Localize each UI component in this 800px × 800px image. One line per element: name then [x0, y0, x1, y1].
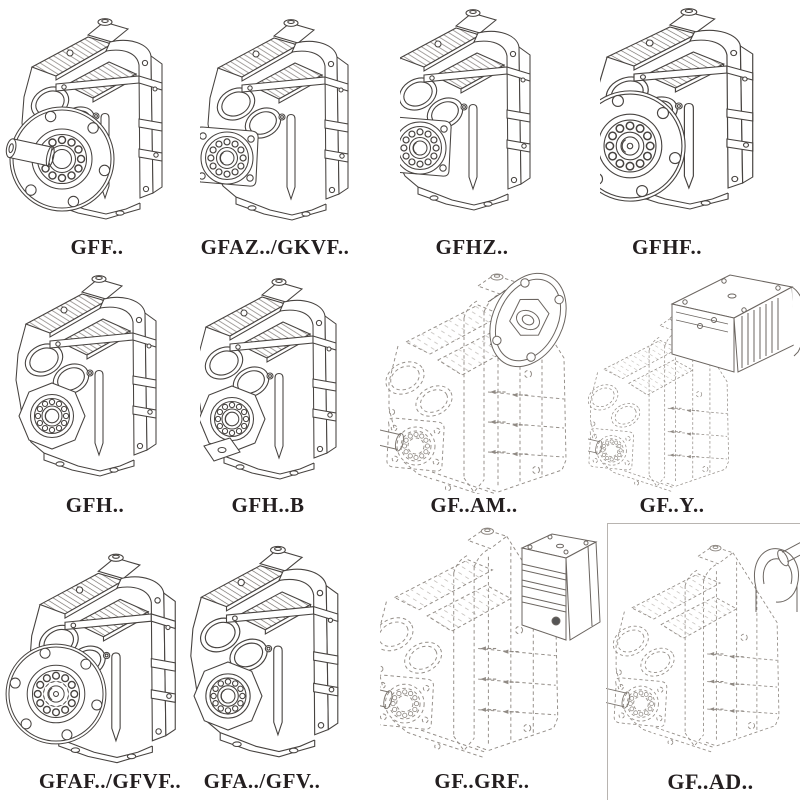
model-label-gfhz: GFHZ.. — [435, 235, 509, 259]
image-frame-border — [607, 523, 800, 800]
drawing-gff — [4, 18, 163, 220]
drawing-gfaf-gfvf — [0, 553, 176, 764]
model-label-gf-grf: GF..GRF.. — [434, 769, 530, 793]
drawing-gf-y — [588, 274, 800, 494]
drawing-gfh-b — [200, 278, 337, 480]
model-label-gfh-b: GFH..B — [231, 493, 305, 517]
model-label-gf-y: GF..Y.. — [639, 493, 705, 517]
model-label-gfhf: GFHF.. — [632, 235, 702, 259]
drawing-gf-am — [380, 260, 582, 494]
drawing-gfhf — [600, 7, 754, 210]
drawing-gfa-gfv — [190, 545, 339, 758]
drawing-gfaz-gkvf — [200, 19, 349, 221]
model-label-gf-ad: GF..AD.. — [667, 769, 754, 794]
model-label-gfaf-gfvf: GFAF../GFVF.. — [38, 769, 182, 793]
drawing-gf-grf — [380, 522, 601, 772]
drawing-gfhz — [400, 9, 531, 211]
model-label-gfh: GFH.. — [65, 493, 125, 517]
model-label-gfa-gfv: GFA../GFV.. — [203, 769, 321, 793]
model-label-gfaz-gkvf: GFAZ../GKVF.. — [200, 235, 350, 259]
model-label-gf-am: GF..AM.. — [430, 493, 518, 517]
drawing-gfh — [15, 275, 157, 477]
model-label-gff: GFF.. — [70, 235, 124, 259]
